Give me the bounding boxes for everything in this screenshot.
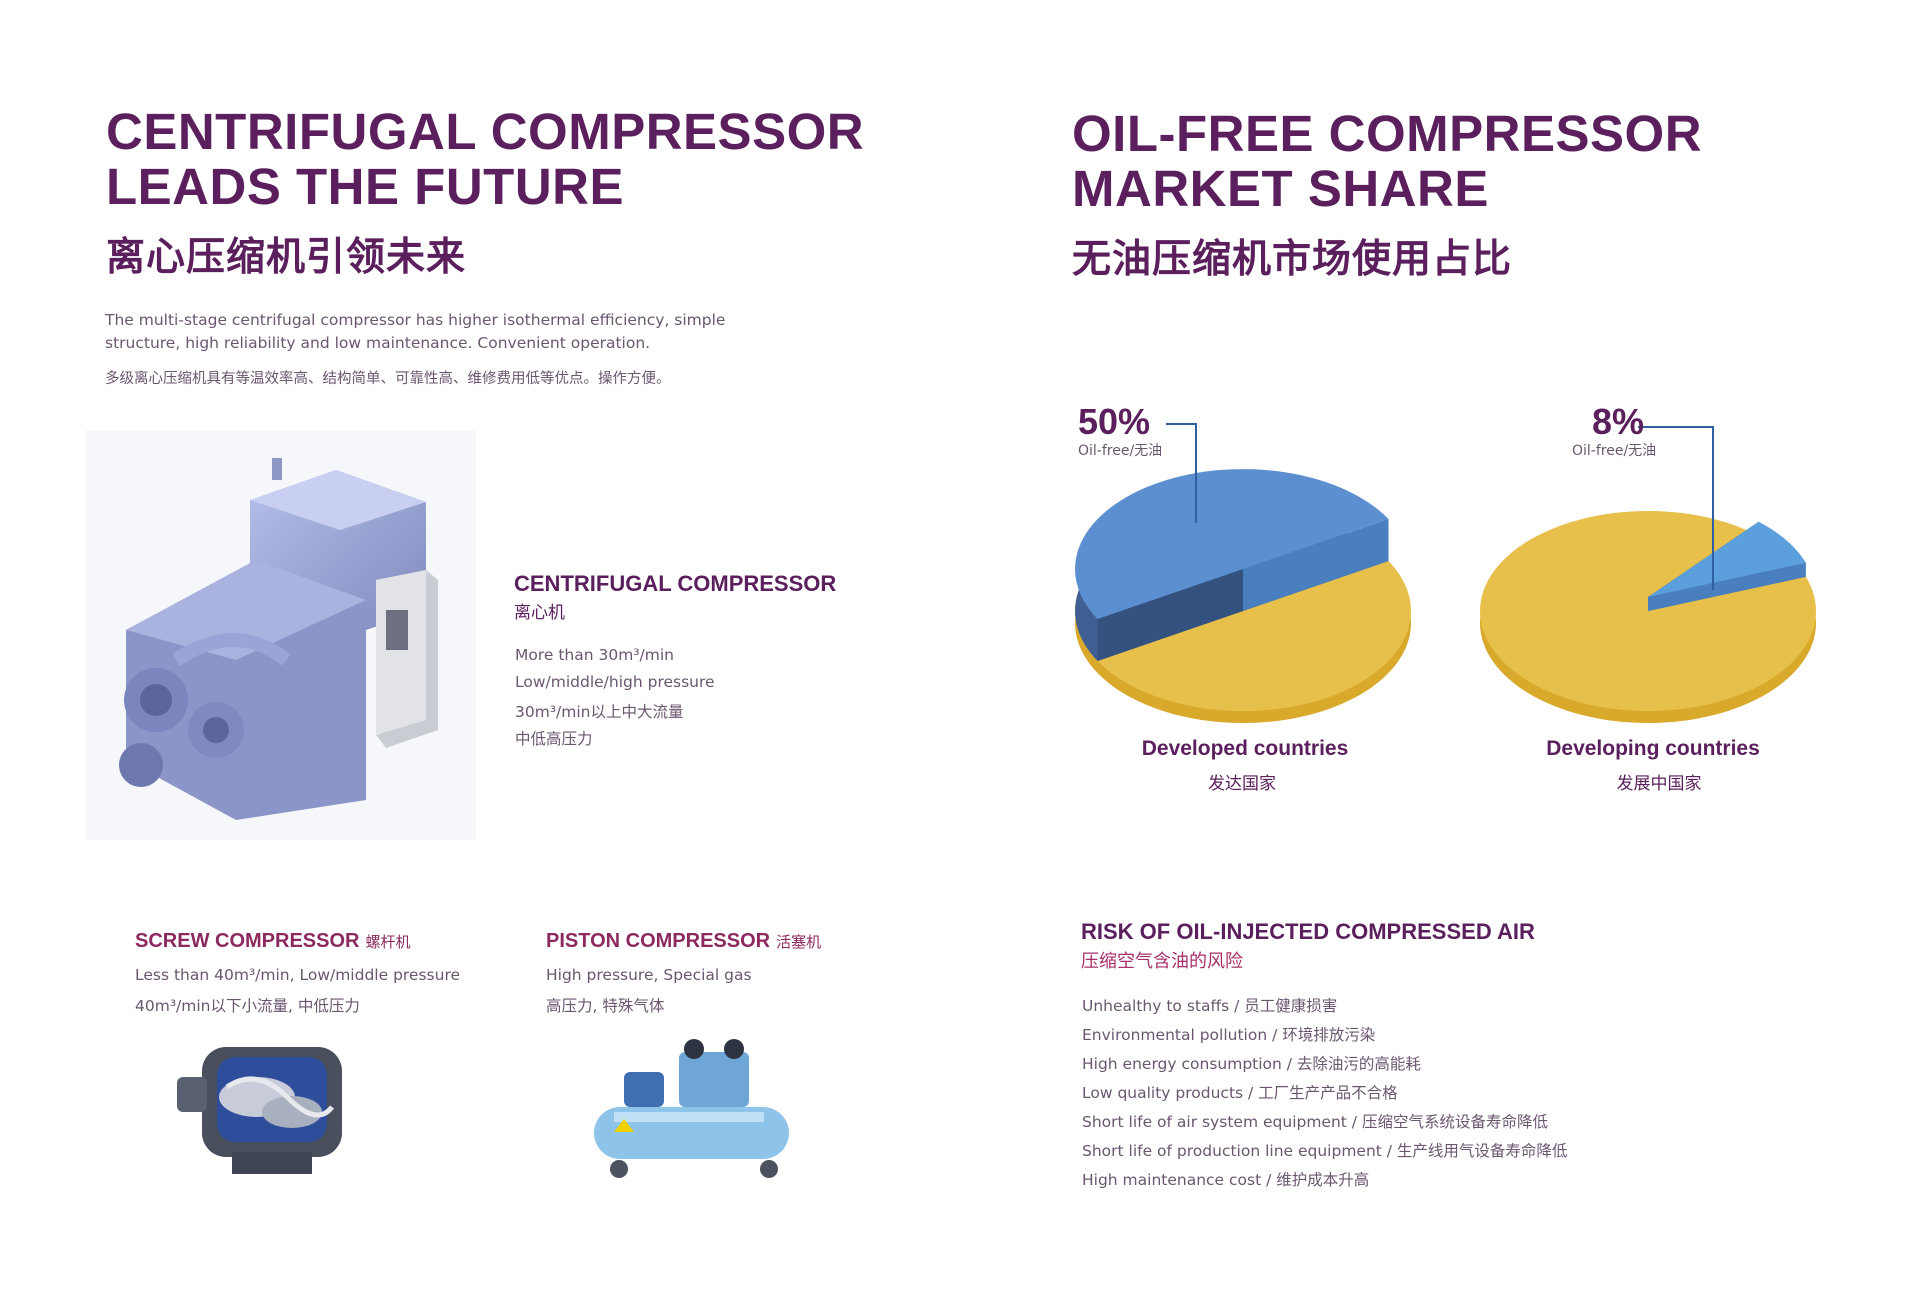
pie2-percent: 8%: [1592, 401, 1645, 442]
intro-cn: 多级离心压缩机具有等温效率高、结构简单、可靠性高、维修费用低等优点。操作方便。: [105, 371, 671, 387]
left-title: CENTRIFUGAL COMPRESSOR LEADS THE FUTURE: [106, 104, 864, 214]
spec-line: High pressure, Special gas: [546, 966, 752, 984]
right-title-cn: 无油压缩机市场使用占比: [1072, 237, 1513, 282]
right-title: OIL-FREE COMPRESSOR MARKET SHARE: [1072, 106, 1702, 216]
right-title-line2: MARKET SHARE: [1072, 160, 1489, 217]
screw-title: SCREW COMPRESSOR 螺杆机: [135, 930, 410, 953]
risk-item: Short life of production line equipment …: [1082, 1142, 1568, 1160]
piston-title-en: PISTON COMPRESSOR: [546, 930, 771, 952]
pie2-callout-line: [1638, 426, 1714, 590]
screw-title-en: SCREW COMPRESSOR: [135, 930, 360, 952]
risk-title: RISK OF OIL-INJECTED COMPRESSED AIR: [1081, 919, 1535, 944]
centrifugal-title-cn: 离心机: [514, 603, 565, 623]
market-share-pies: [1075, 423, 1816, 723]
pie2-slice-face: [1648, 562, 1806, 611]
left-title-line1: CENTRIFUGAL COMPRESSOR: [106, 103, 865, 160]
risk-item: Unhealthy to staffs / 员工健康损害: [1082, 997, 1338, 1015]
pie1-slice-label: Oil-free/无油: [1078, 443, 1163, 459]
screw-compressor-image: [177, 1047, 342, 1174]
centrifugal-specs: More than 30m³/min Low/middle/high press…: [515, 646, 715, 754]
risk-item: High maintenance cost / 维护成本升高: [1082, 1171, 1370, 1189]
screw-specs: Less than 40m³/min, Low/middle pressure …: [135, 966, 460, 1022]
pie2-subtitle: 发展中国家: [1616, 774, 1702, 794]
right-title-line1: OIL-FREE COMPRESSOR: [1072, 105, 1703, 162]
pie1-callout-line: [1166, 423, 1197, 523]
pie2-slice-oil-free: [1648, 521, 1806, 597]
pie2-slice-label: Oil-free/无油: [1572, 443, 1657, 459]
spec-line: 中低高压力: [515, 730, 593, 748]
pie1-title: Developed countries: [1141, 737, 1349, 760]
piston-specs: High pressure, Special gas 高压力, 特殊气体: [546, 966, 752, 1022]
risk-item: Environmental pollution / 环境排放污染: [1082, 1026, 1376, 1044]
spec-line: Low/middle/high pressure: [515, 673, 715, 691]
pie1-subtitle: 发达国家: [1208, 774, 1276, 794]
spec-line: More than 30m³/min: [515, 646, 674, 664]
risk-item: Short life of air system equipment / 压缩空…: [1082, 1113, 1548, 1131]
pie1-slice-oil-free: [1075, 469, 1389, 619]
centrifugal-compressor-image: [86, 430, 476, 840]
pie1-slice-face: [1097, 569, 1243, 661]
intro-en: The multi-stage centrifugal compressor h…: [105, 309, 725, 355]
centrifugal-title: CENTRIFUGAL COMPRESSOR: [514, 571, 837, 596]
piston-title-cn: 活塞机: [776, 934, 822, 951]
screw-title-cn: 螺杆机: [365, 934, 411, 951]
left-title-line2: LEADS THE FUTURE: [106, 158, 624, 215]
risk-title-cn: 压缩空气含油的风险: [1081, 951, 1243, 972]
risk-list: Unhealthy to staffs / 员工健康损害 Environment…: [1082, 994, 1567, 1197]
intro-en-line1: The multi-stage centrifugal compressor h…: [105, 311, 726, 329]
risk-item: High energy consumption / 去除油污的高能耗: [1082, 1055, 1421, 1073]
risk-item: Low quality products / 工厂生产产品不合格: [1082, 1084, 1398, 1102]
pie2-callout: 8% Oil-free/无油: [1572, 404, 1656, 460]
pie1-callout: 50% Oil-free/无油: [1078, 404, 1162, 460]
spec-line: Less than 40m³/min, Low/middle pressure: [135, 966, 461, 984]
pie1-percent: 50%: [1078, 401, 1151, 442]
spec-line: 30m³/min以上中大流量: [515, 703, 684, 721]
piston-compressor-image: [594, 1039, 789, 1178]
left-title-cn: 离心压缩机引领未来: [106, 235, 467, 280]
spec-line: 高压力, 特殊气体: [546, 997, 665, 1015]
pie2-title: Developing countries: [1546, 737, 1760, 760]
pie1-slice-face: [1243, 519, 1389, 611]
piston-title: PISTON COMPRESSOR 活塞机: [546, 930, 821, 953]
intro-en-line2: structure, high reliability and low main…: [105, 334, 651, 352]
spec-line: 40m³/min以下小流量, 中低压力: [135, 997, 360, 1015]
